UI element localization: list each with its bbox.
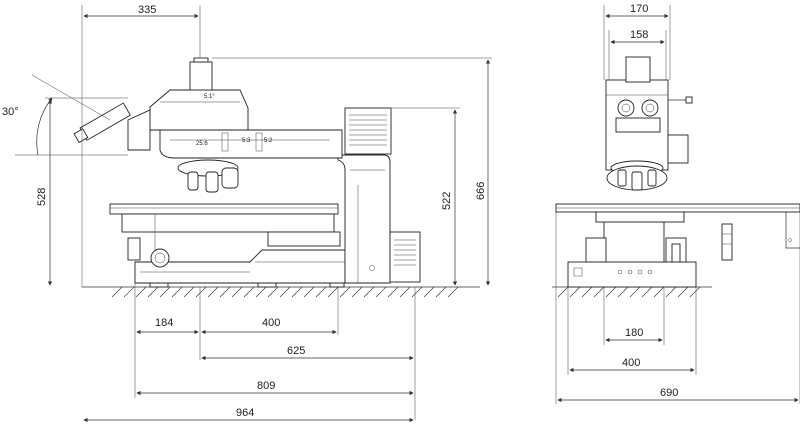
front-view: 170 158 180 400 690 (552, 3, 800, 404)
knob-label-a: 5:3 (242, 138, 251, 144)
dim-809-text: 809 (257, 380, 275, 392)
dim-528-text: 528 (36, 188, 48, 206)
dim-625-text: 625 (287, 345, 305, 357)
dim-528: 528 (36, 97, 128, 286)
front-top-dims: 170 158 (603, 3, 671, 80)
dim-170-text: 170 (630, 3, 648, 15)
side-microscope-body: 5:1° 25:6 5:3 5:2 (73, 57, 421, 288)
nosepiece-label: 25:6 (196, 141, 208, 147)
dim-964-text: 964 (236, 407, 254, 419)
dim-400-text: 400 (262, 317, 280, 329)
front-microscope-body (555, 56, 800, 288)
dim-angle-text: 30° (2, 106, 19, 118)
dim-666-text: 666 (475, 182, 487, 200)
side-view: 5:1° 25:6 5:3 5:2 (2, 4, 492, 423)
dim-158-text: 158 (630, 29, 648, 41)
dim-front-400-text: 400 (622, 357, 640, 369)
knob-label-b: 5:2 (264, 138, 273, 144)
dim-184-text: 184 (155, 317, 173, 329)
dim-522-text: 522 (441, 192, 453, 210)
side-bottom-dims: 184 400 625 809 964 (83, 283, 416, 423)
head-label: 5:1° (204, 94, 215, 100)
dim-522: 522 (391, 107, 460, 286)
dim-666: 666 (212, 57, 492, 286)
front-bottom-dims: 180 400 690 (555, 212, 800, 404)
side-ground (82, 286, 480, 298)
front-ground (552, 286, 712, 298)
dim-335-text: 335 (138, 4, 156, 16)
dim-690-text: 690 (660, 387, 678, 399)
dim-180-text: 180 (625, 327, 643, 339)
dim-335: 335 (81, 4, 201, 287)
